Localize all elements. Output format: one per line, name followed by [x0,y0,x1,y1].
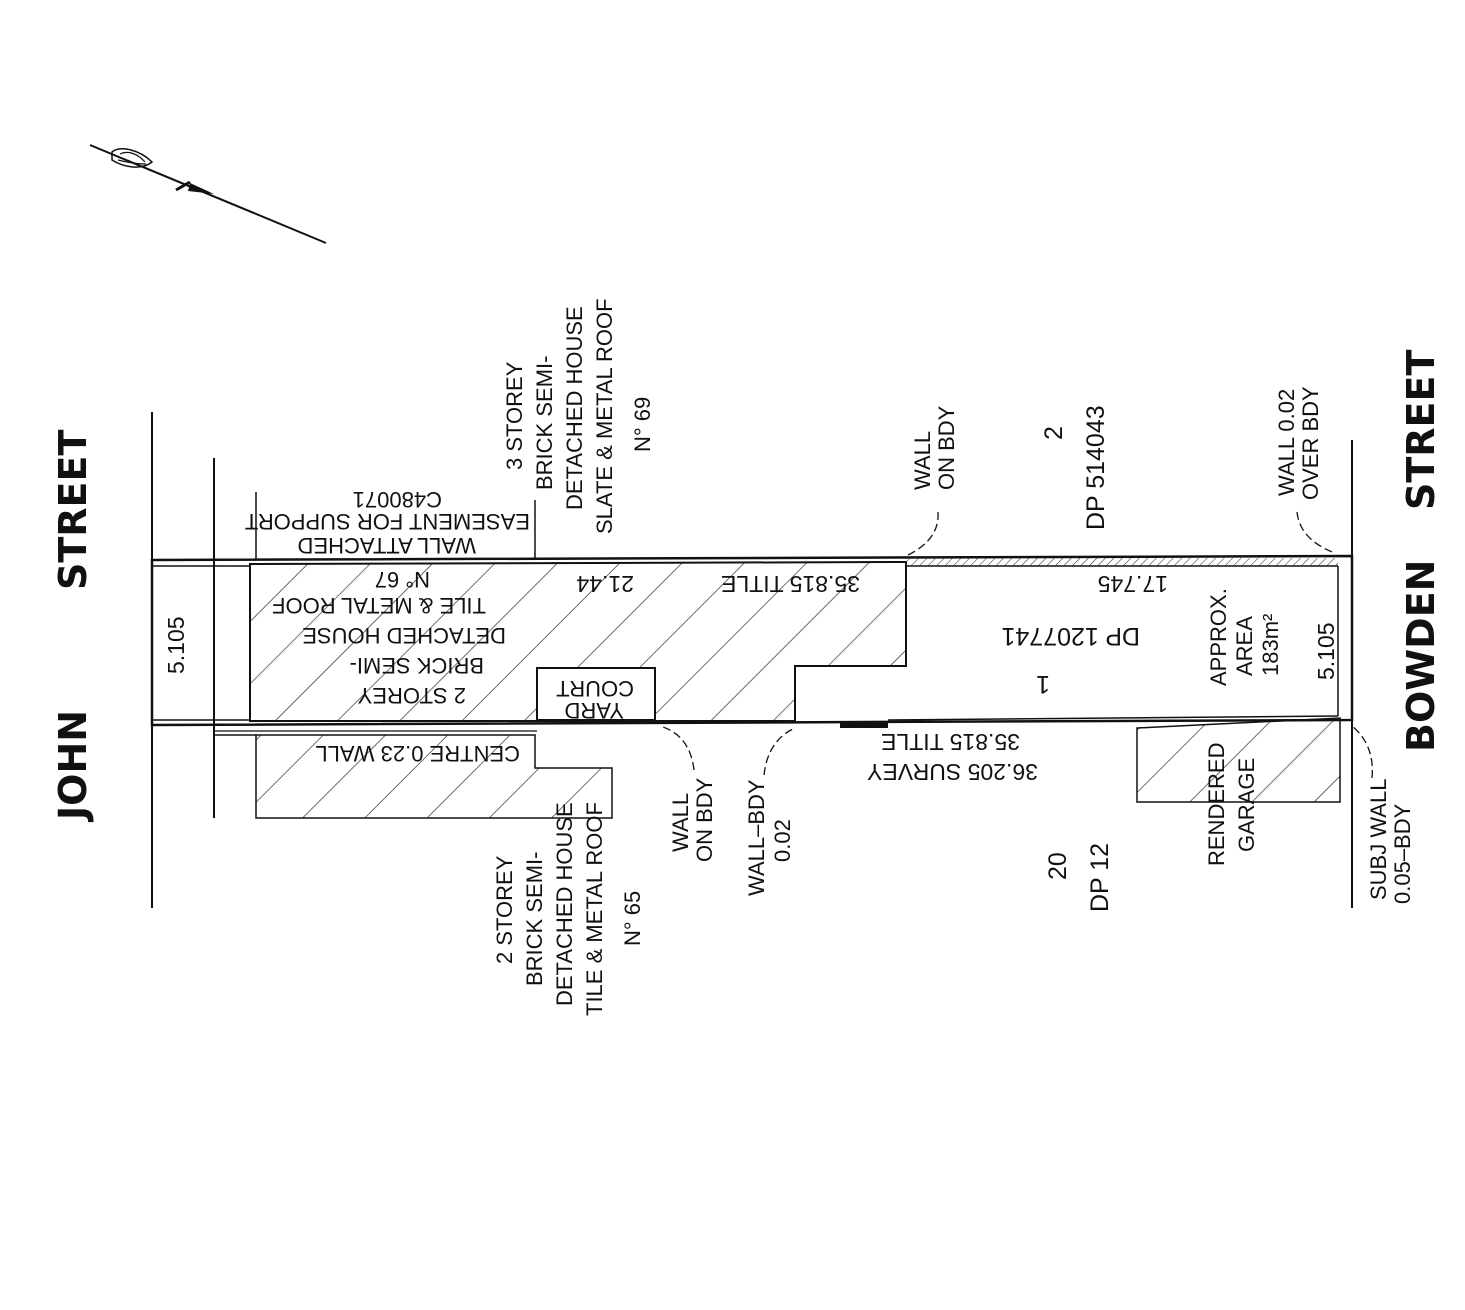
south-wall-strip [840,722,888,728]
house-depth-dimension: 21.44 [576,571,634,597]
subject-house-line-5: N° 67 [375,567,430,592]
right-street-name: BOWDEN [1399,560,1443,753]
wall-over-bdy-line-2: OVER BDY [1298,386,1323,500]
north-wall-strip [906,558,1338,566]
subject-house-line-4: TILE & METAL ROOF [272,593,486,618]
wall-on-bdy-south-line-2: ON BDY [692,777,717,862]
south-house-line-1: 2 STOREY [492,855,517,964]
easement-line-2: EASEMENT FOR SUPPORT [245,509,530,534]
garage-line-2: GARAGE [1234,758,1259,852]
north-house-outline [255,492,536,560]
south-house-line-2: BRICK SEMI- [522,852,547,986]
court-yard-line-1: COURT [556,676,634,701]
subject-dp: DP 1207741 [1001,622,1140,650]
wall-over-bdy-line-1: WALL 0.02 [1274,389,1299,496]
north-house-line-2: BRICK SEMI- [532,356,557,490]
court-yard-line-2: YARD [565,698,625,723]
centre-wall-note: CENTRE 0.23 WALL [315,741,520,766]
north-house-line-1: 3 STOREY [502,361,527,470]
north-house-line-5: N° 69 [630,397,655,452]
subject-house-line-1: 2 STOREY [357,683,466,708]
rear-yard-dimension: 17.745 [1098,571,1168,597]
south-house-hatch [255,734,613,819]
right-street-type: STREET [1399,350,1443,510]
wall-bdy-south-line-2: 0.02 [770,819,795,862]
left-street-name: JOHN [51,710,95,823]
frontage-bowden-dimension: 5.105 [1313,622,1339,680]
south-house-line-4: TILE & METAL ROOF [582,802,607,1016]
leader-lines [659,511,1373,779]
south-title-dimension: 35.815 TITLE [881,729,1020,755]
north-title-dimension: 35.815 TITLE [721,571,860,597]
area-line-1: APPROX. [1206,588,1231,686]
north-house-line-3: DETACHED HOUSE [562,306,587,510]
garage-line-1: RENDERED [1204,743,1229,866]
north-arrow-icon [89,144,327,244]
wall-on-bdy-south-line-1: WALL [668,793,693,852]
subject-lot-number: 1 [1036,670,1050,698]
easement-line-3: C480071 [353,487,442,512]
frontage-john-dimension: 5.105 [163,616,189,674]
wall-on-bdy-north-line-1: WALL [910,431,935,490]
easement-line-1: WALL ATTACHED [298,533,476,558]
wall-on-bdy-north-line-2: ON BDY [934,405,959,490]
area-line-3: 183m² [1258,614,1283,676]
south-dp: DP 12 [1086,843,1114,912]
south-lot-number: 20 [1044,852,1072,880]
south-survey-dimension: 36.205 SURVEY [867,759,1038,785]
subj-wall-line-1: SUBJ WALL [1366,779,1391,900]
court-yard-box [536,667,656,721]
subject-house-line-3: DETACHED HOUSE [302,623,506,648]
wall-bdy-south-line-1: WALL–BDY [744,779,769,896]
left-street-type: STREET [51,430,95,590]
front-verandah [151,565,251,721]
north-dp: DP 514043 [1082,405,1110,530]
south-house-line-3: DETACHED HOUSE [552,802,577,1006]
north-house-line-4: SLATE & METAL ROOF [592,298,617,534]
area-line-2: AREA [1232,616,1257,676]
subject-house-line-2: BRICK SEMI- [350,653,484,678]
south-house-line-5: N° 65 [620,891,645,946]
north-lot-number: 2 [1040,426,1068,440]
subj-wall-line-2: 0.05–BDY [1390,803,1415,904]
